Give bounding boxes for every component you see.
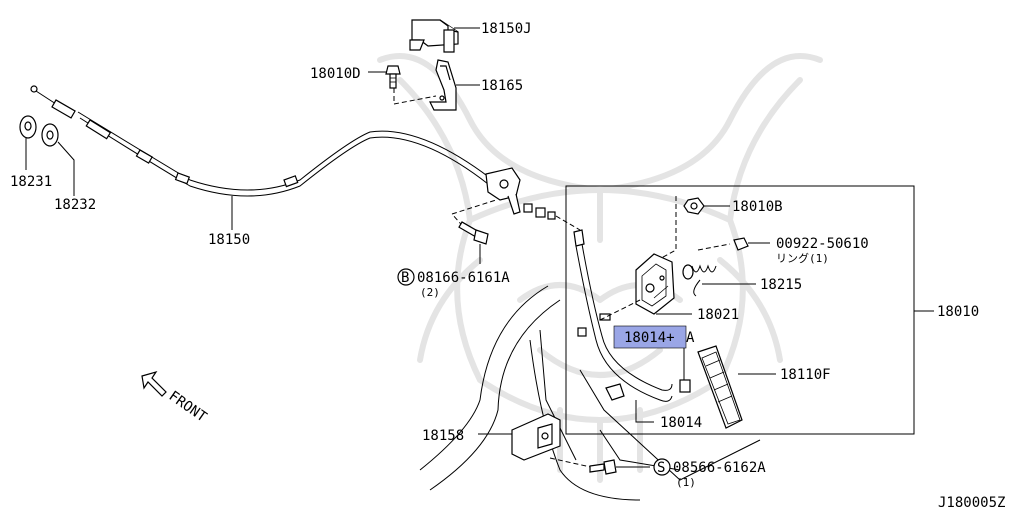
mark-B	[397, 268, 415, 286]
callout-18150: 18150	[208, 232, 250, 248]
callout-18010D: 18010D	[310, 66, 361, 82]
callout-18158: 18158	[422, 428, 464, 444]
grommet-18231[interactable]	[19, 115, 37, 139]
pedal-pad-18110F[interactable]	[697, 345, 743, 429]
floor-panel-outline	[419, 285, 761, 501]
washer-18232[interactable]	[41, 123, 59, 147]
spring-18215[interactable]	[682, 264, 717, 297]
mark-S-letter: S	[657, 460, 665, 476]
callout-00922-sub: リング(1)	[776, 251, 829, 265]
callout-18014: 18014	[660, 415, 702, 431]
callout-18010B: 18010B	[732, 199, 783, 215]
callout-08166-6161A: 08166-6161A	[417, 270, 510, 286]
accelerator-cable-18150[interactable]	[30, 85, 491, 197]
diagram-code: J180005Z	[938, 495, 1005, 510]
arm-clip[interactable]	[605, 383, 625, 401]
callout-18014A: 18014+	[624, 330, 675, 346]
callout-18010: 18010	[937, 304, 979, 320]
stopper-18014A[interactable]	[679, 379, 691, 393]
callout-18021: 18021	[697, 307, 739, 323]
nut-18010B[interactable]	[683, 197, 705, 215]
ring-00922-50610[interactable]	[733, 237, 749, 251]
callout-18165: 18165	[481, 78, 523, 94]
bolt-08566-6162A[interactable]	[589, 459, 617, 475]
mark-B-letter: B	[401, 270, 409, 286]
callout-08566-qty: (1)	[676, 476, 696, 489]
callout-18231: 18231	[10, 174, 52, 190]
mark-S	[653, 458, 671, 476]
callout-18150J: 18150J	[481, 21, 532, 37]
callout-18110F: 18110F	[780, 367, 831, 383]
pedal-arm-18014[interactable]	[573, 229, 673, 402]
callout-18014A-suffix: A	[686, 330, 695, 346]
callout-18232: 18232	[54, 197, 96, 213]
front-direction-arrow	[141, 370, 167, 397]
callout-08566-6162A: 08566-6162A	[673, 460, 766, 476]
pedal-bracket-18021[interactable]	[635, 253, 675, 315]
callout-08166-qty: (2)	[420, 286, 440, 299]
cable-end-bracket[interactable]	[485, 167, 556, 220]
callout-18215: 18215	[760, 277, 802, 293]
callout-00922-50610: 00922-50610	[776, 236, 869, 252]
front-label: FRONT	[166, 388, 210, 426]
bracket-18165[interactable]	[429, 59, 457, 111]
bolt-18010D[interactable]	[385, 65, 401, 89]
bolt-08166-6161A[interactable]	[458, 221, 489, 245]
highlight-18014A[interactable]	[613, 325, 687, 349]
watermark-emblem	[377, 53, 823, 483]
assembly-box-18010	[565, 185, 915, 435]
cable-clip-18150J[interactable]	[409, 19, 459, 53]
bracket-18158[interactable]	[511, 413, 561, 461]
